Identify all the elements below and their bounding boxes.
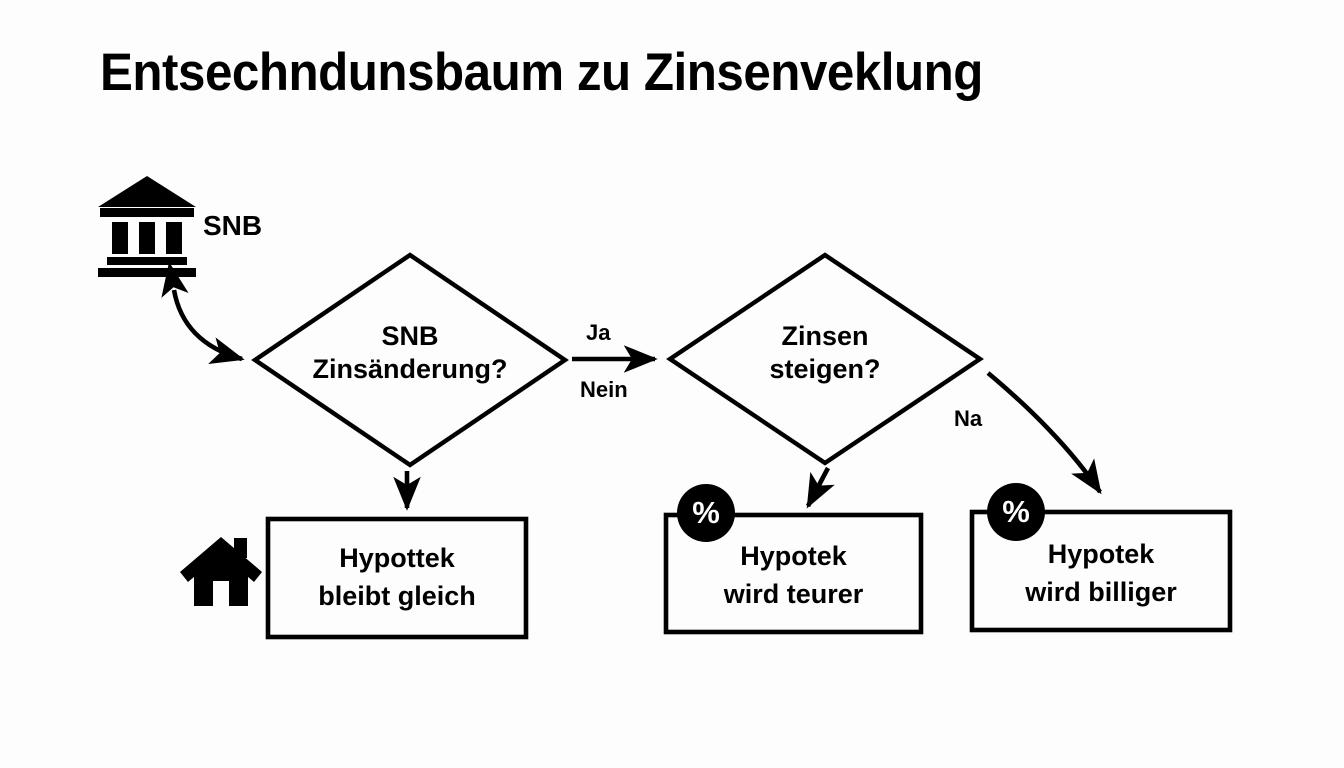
decision-node-zinsen-steigen[interactable] xyxy=(666,252,984,466)
connector-snb-decision xyxy=(161,261,245,364)
bank-icon-hitbox[interactable] xyxy=(96,172,198,280)
edge-label-nein: Nein xyxy=(580,377,628,402)
outcome-box-bleibt-gleich[interactable] xyxy=(265,516,529,640)
bank-icon-label: SNB xyxy=(203,210,263,241)
page-title: Entsechndunsbaum zu Zinsenveklung xyxy=(100,43,983,102)
percent-badge-teurer xyxy=(677,484,735,542)
outcome-box-wird-teurer[interactable] xyxy=(663,512,924,635)
edge-label-ja: Ja xyxy=(586,320,611,345)
percent-badge-billiger xyxy=(987,483,1045,541)
house-icon xyxy=(180,537,262,606)
house-icon-hitbox[interactable] xyxy=(178,535,264,609)
connector-decision2-outcome3 xyxy=(986,371,1102,495)
connector-decision2-outcome2 xyxy=(805,466,835,509)
decision-node-snb-zinsaenderung[interactable] xyxy=(251,252,569,468)
bank-icon xyxy=(98,176,196,277)
outcome-box-wird-billiger[interactable] xyxy=(969,509,1233,633)
edge-label-na: Na xyxy=(954,406,983,431)
